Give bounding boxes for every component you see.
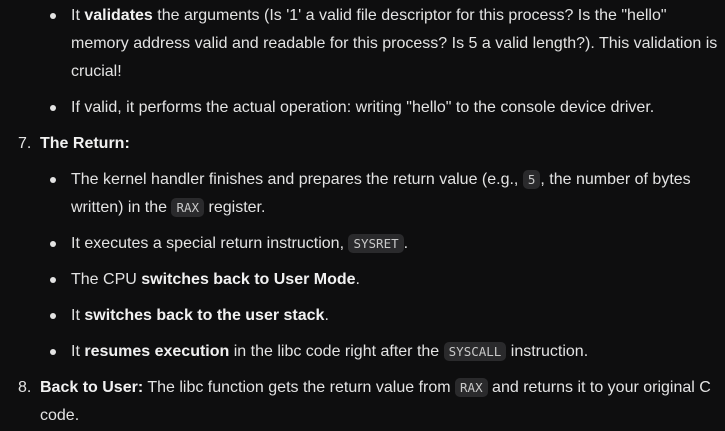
code-syscall: SYSCALL — [443, 342, 507, 361]
list-number-8: 8. — [18, 379, 32, 396]
item-7-heading: The Return: — [40, 130, 720, 158]
emphasis-validates: validates — [84, 7, 153, 24]
bullet-marker — [50, 277, 56, 283]
item-8-title: Back to User: — [40, 379, 144, 396]
bullet-validates: It validates the arguments (Is '1' a val… — [71, 7, 718, 80]
bullet-marker — [50, 13, 56, 19]
bullet-user-stack: It switches back to the user stack. — [71, 307, 329, 324]
emphasis-user-stack: switches back to the user stack — [84, 307, 325, 324]
bullet-marker — [50, 105, 56, 111]
emphasis-resumes: resumes execution — [84, 343, 230, 360]
bullet-user-mode: The CPU switches back to User Mode. — [71, 271, 360, 288]
item-7-title: The Return: — [40, 135, 130, 152]
code-sysret: SYSRET — [348, 234, 404, 253]
list-number-7: 7. — [18, 135, 32, 152]
code-rax: RAX — [171, 198, 205, 217]
bullet-performs: If valid, it performs the actual operati… — [71, 99, 655, 116]
emphasis-user-mode: switches back to User Mode — [141, 271, 356, 288]
bullet-sysret: It executes a special return instruction… — [71, 234, 409, 253]
bullet-marker — [50, 349, 56, 355]
code-5: 5 — [522, 170, 541, 189]
bullet-marker — [50, 313, 56, 319]
bullet-resumes: It resumes execution in the libc code ri… — [71, 342, 589, 361]
item-8-text: Back to User: The libc function gets the… — [40, 378, 711, 424]
bullet-marker — [50, 177, 56, 183]
code-rax: RAX — [455, 378, 488, 397]
bullet-kernel-finishes: The kernel handler finishes and prepares… — [71, 170, 691, 217]
bullet-marker — [50, 241, 56, 247]
